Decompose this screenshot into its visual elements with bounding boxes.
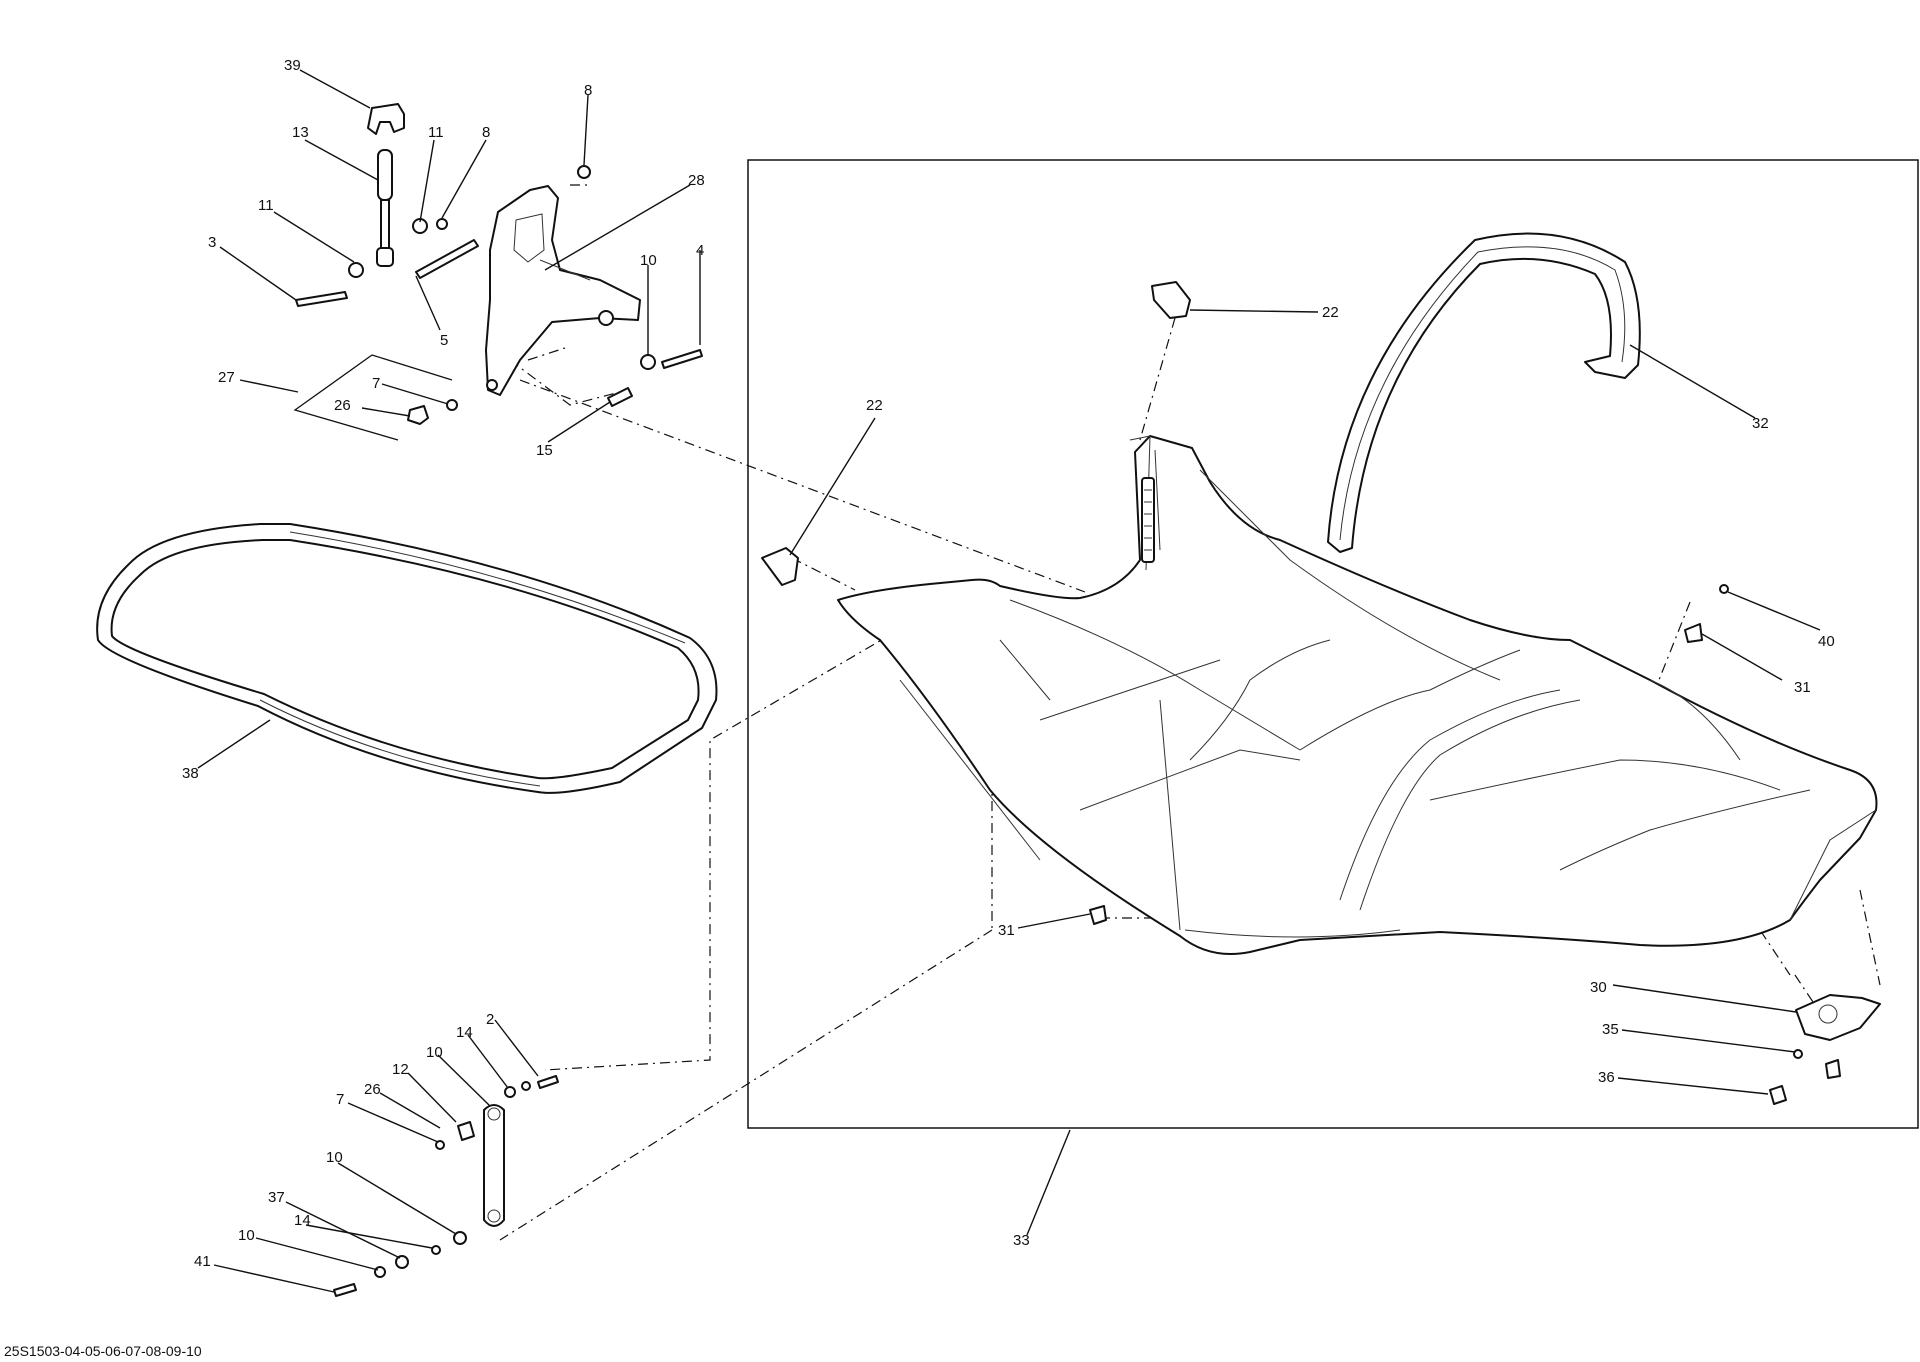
callout-41: 41 — [194, 1253, 211, 1270]
callout-10: 10 — [238, 1227, 255, 1244]
seat-body — [837, 435, 1878, 955]
seat-assembly-frame — [747, 159, 1919, 1129]
callout-32: 32 — [1752, 415, 1769, 432]
seat-latch-bracket — [407, 185, 703, 425]
callout-7: 7 — [372, 375, 380, 392]
seat-strap — [1327, 232, 1641, 553]
callout-40: 40 — [1818, 633, 1835, 650]
callout-10: 10 — [326, 1149, 343, 1166]
callout-30: 30 — [1590, 979, 1607, 996]
callout-28: 28 — [688, 172, 705, 189]
callout-31: 31 — [1794, 679, 1811, 696]
callout-26: 26 — [334, 397, 351, 414]
callout-13: 13 — [292, 124, 309, 141]
rubber-bumpers — [761, 281, 1191, 586]
callout-26: 26 — [364, 1081, 381, 1098]
callout-7: 7 — [336, 1091, 344, 1108]
latch-hardware-right — [1089, 584, 1881, 1105]
callout-3: 3 — [208, 234, 216, 251]
callout-31: 31 — [998, 922, 1015, 939]
callout-27: 27 — [218, 369, 235, 386]
group-27-bracket — [293, 354, 453, 441]
callout-14: 14 — [294, 1212, 311, 1229]
leader-lines — [197, 69, 1821, 1293]
diagram-reference-code: 25S1503-04-05-06-07-08-09-10 — [4, 1343, 202, 1359]
callout-10: 10 — [426, 1044, 443, 1061]
callout-8: 8 — [584, 82, 592, 99]
callout-22: 22 — [1322, 304, 1339, 321]
callout-22: 22 — [866, 397, 883, 414]
callout-12: 12 — [392, 1061, 409, 1078]
callout-labels: 39 13 11 8 8 28 11 3 5 10 4 27 7 26 15 2… — [182, 57, 1835, 1270]
callout-8: 8 — [482, 124, 490, 141]
callout-35: 35 — [1602, 1021, 1619, 1038]
callout-37: 37 — [268, 1189, 285, 1206]
lower-link-hardware — [333, 1075, 559, 1297]
callout-36: 36 — [1598, 1069, 1615, 1086]
callout-11: 11 — [428, 124, 444, 141]
callout-33: 33 — [1013, 1232, 1030, 1249]
callout-11: 11 — [258, 197, 274, 214]
callout-10: 10 — [640, 252, 657, 269]
callout-4: 4 — [696, 242, 704, 259]
callout-15: 15 — [536, 442, 553, 459]
seal-gasket — [96, 523, 718, 794]
callout-38: 38 — [182, 765, 199, 782]
callout-2: 2 — [486, 1011, 494, 1028]
callout-14: 14 — [456, 1024, 473, 1041]
callout-39: 39 — [284, 57, 301, 74]
callout-5: 5 — [440, 332, 448, 349]
gas-spring-strut — [295, 103, 591, 307]
